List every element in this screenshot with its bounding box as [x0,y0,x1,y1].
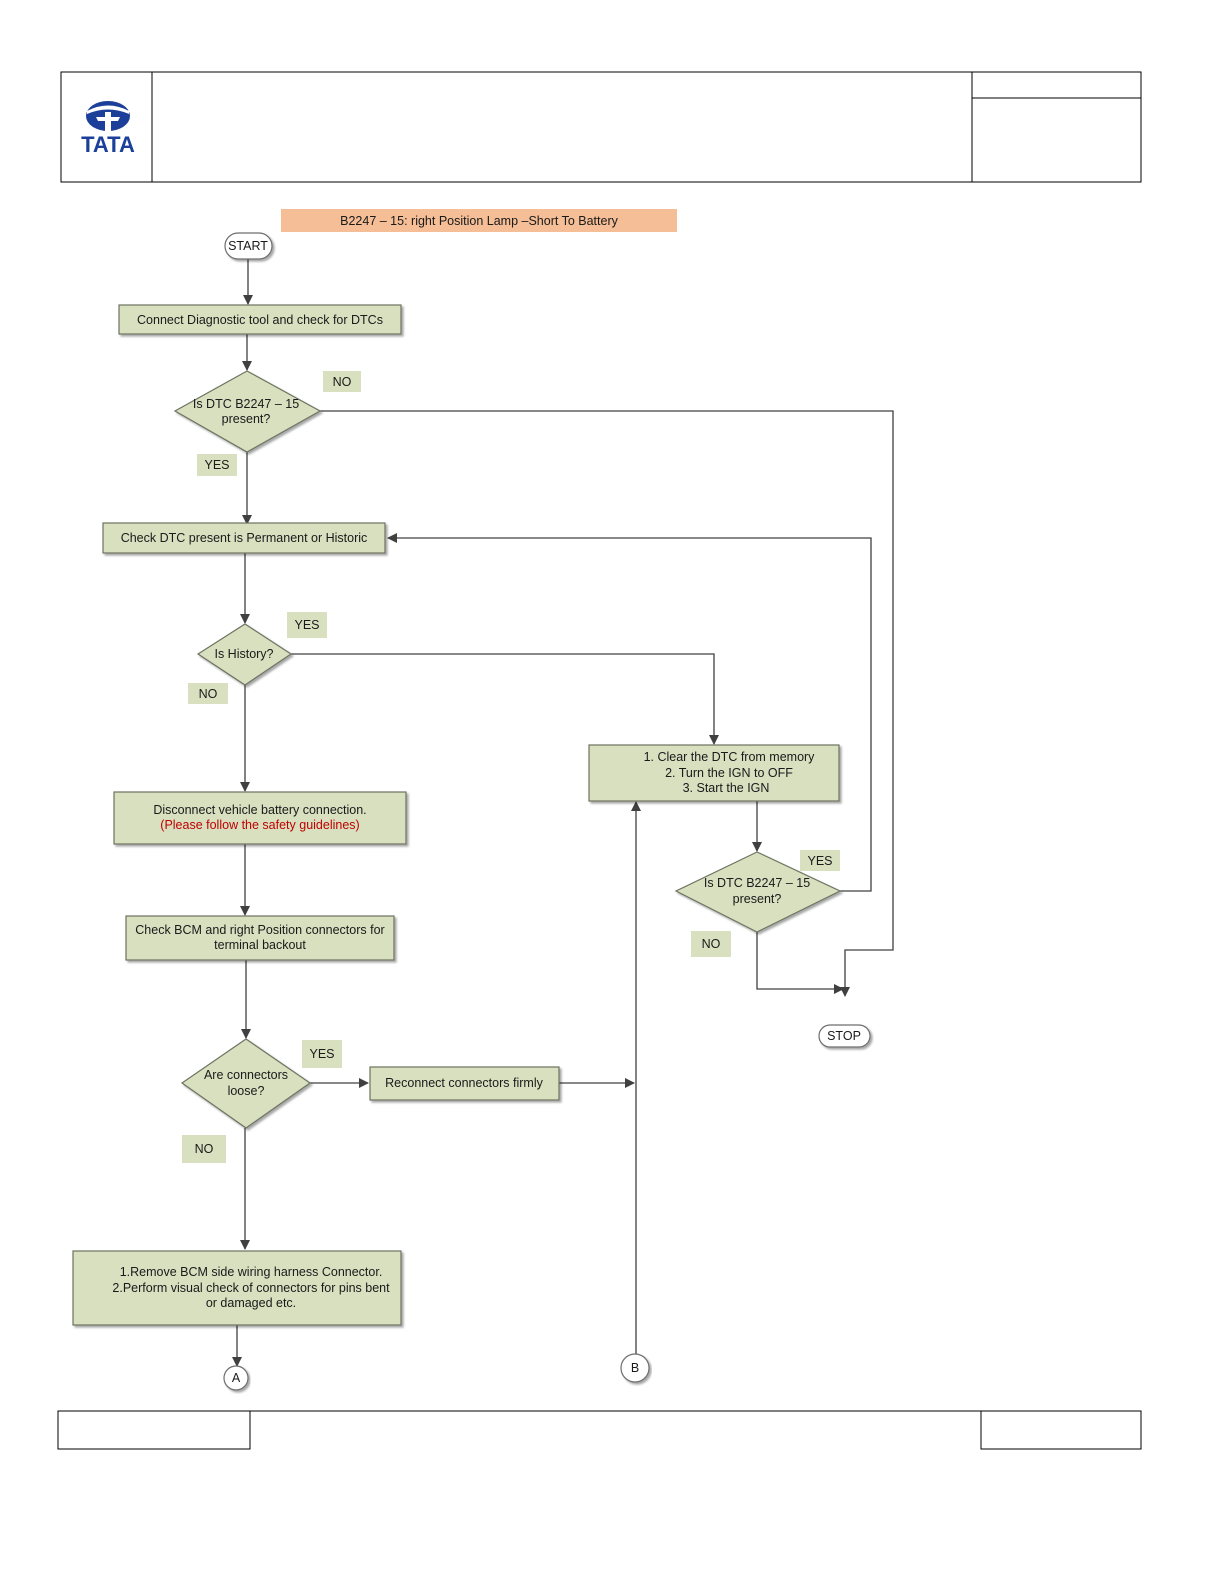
diagram-title: B2247 – 15: right Position Lamp –Short T… [281,209,677,232]
tata-logo-icon [86,101,130,131]
label-no-history: NO [188,683,228,704]
svg-text:START: START [228,239,268,253]
label-yes-2: YES [800,850,840,871]
svg-text:NO: NO [199,687,218,701]
disconnect-battery-step: Disconnect vehicle battery connection. (… [113,791,407,845]
is-history-decision: Is History? [196,623,293,686]
svg-text:present?: present? [733,892,782,906]
svg-text:A: A [232,1371,241,1385]
tata-logo: TATA [81,101,135,157]
svg-text:Is DTC B2247 – 15: Is DTC B2247 – 15 [704,876,810,890]
svg-text:2. Turn the IGN to OFF: 2. Turn the IGN to OFF [665,766,793,780]
svg-text:YES: YES [204,458,229,472]
tata-logo-text: TATA [81,132,135,157]
document-footer [57,1410,1142,1450]
remove-harness-step: 1.Remove BCM side wiring harness Connect… [72,1250,402,1326]
svg-text:Check BCM and right Position: Check BCM and right Position connectors … [135,923,384,937]
svg-text:B2247 – 15: right Position Lam: B2247 – 15: right Position Lamp –Short T… [340,214,618,228]
start-terminal: START [224,232,273,260]
svg-text:Connect Diagnostic tool and ch: Connect Diagnostic tool and check for DT… [137,313,383,327]
svg-text:YES: YES [309,1047,334,1061]
svg-text:terminal backout: terminal backout [214,938,306,952]
svg-text:1.Remove BCM side wiring harne: 1.Remove BCM side wiring harness Connect… [120,1265,383,1279]
svg-text:Reconnect connectors firmly: Reconnect connectors firmly [385,1076,543,1090]
label-no-loose: NO [182,1135,226,1163]
dtc-present-decision-1: Is DTC B2247 – 15 present? [173,370,322,453]
clear-dtc-step: 1. Clear the DTC from memory 2. Turn the… [588,744,840,802]
svg-text:present?: present? [222,412,271,426]
svg-text:loose?: loose? [228,1084,265,1098]
svg-text:Check DTC present is Permanent: Check DTC present is Permanent or Histor… [121,531,368,545]
document-header [60,71,1142,183]
check-permanent-step: Check DTC present is Permanent or Histor… [102,522,386,554]
svg-text:3. Start the IGN: 3. Start the IGN [683,781,770,795]
svg-text:2.Perform visual check of conn: 2.Perform visual check of connectors for… [112,1281,390,1295]
label-no-1: NO [323,371,361,392]
svg-text:Disconnect vehicle battery con: Disconnect vehicle battery connection. [153,803,366,817]
svg-text:NO: NO [195,1142,214,1156]
connector-b: B [620,1353,650,1383]
svg-text:Is History?: Is History? [214,647,273,661]
dtc-present-decision-2: Is DTC B2247 – 15 present? [674,851,842,933]
connect-tool-step: Connect Diagnostic tool and check for DT… [118,304,402,335]
svg-text:NO: NO [333,375,352,389]
safety-warning: (Please follow the safety guidelines) [160,818,359,832]
svg-text:YES: YES [294,618,319,632]
connector-lines [232,259,894,1367]
label-yes-history: YES [287,612,327,638]
svg-text:NO: NO [702,937,721,951]
svg-text:or damaged etc.: or damaged etc. [206,1296,296,1310]
svg-text:Are connectors: Are connectors [204,1068,288,1082]
reconnect-step: Reconnect connectors firmly [369,1066,560,1101]
check-connectors-step: Check BCM and right Position connectors … [125,915,395,961]
label-no-2: NO [691,931,731,957]
svg-text:1. Clear the DTC from memory: 1. Clear the DTC from memory [644,750,816,764]
label-yes-loose: YES [302,1040,342,1068]
svg-text:Is DTC B2247 – 15: Is DTC B2247 – 15 [193,397,299,411]
connector-a: A [223,1365,249,1391]
svg-text:YES: YES [807,854,832,868]
stop-terminal: STOP [818,1024,871,1048]
label-yes-1: YES [197,454,237,476]
connectors-loose-decision: Are connectors loose? [180,1038,312,1129]
svg-text:STOP: STOP [827,1029,861,1043]
svg-text:B: B [631,1361,639,1375]
